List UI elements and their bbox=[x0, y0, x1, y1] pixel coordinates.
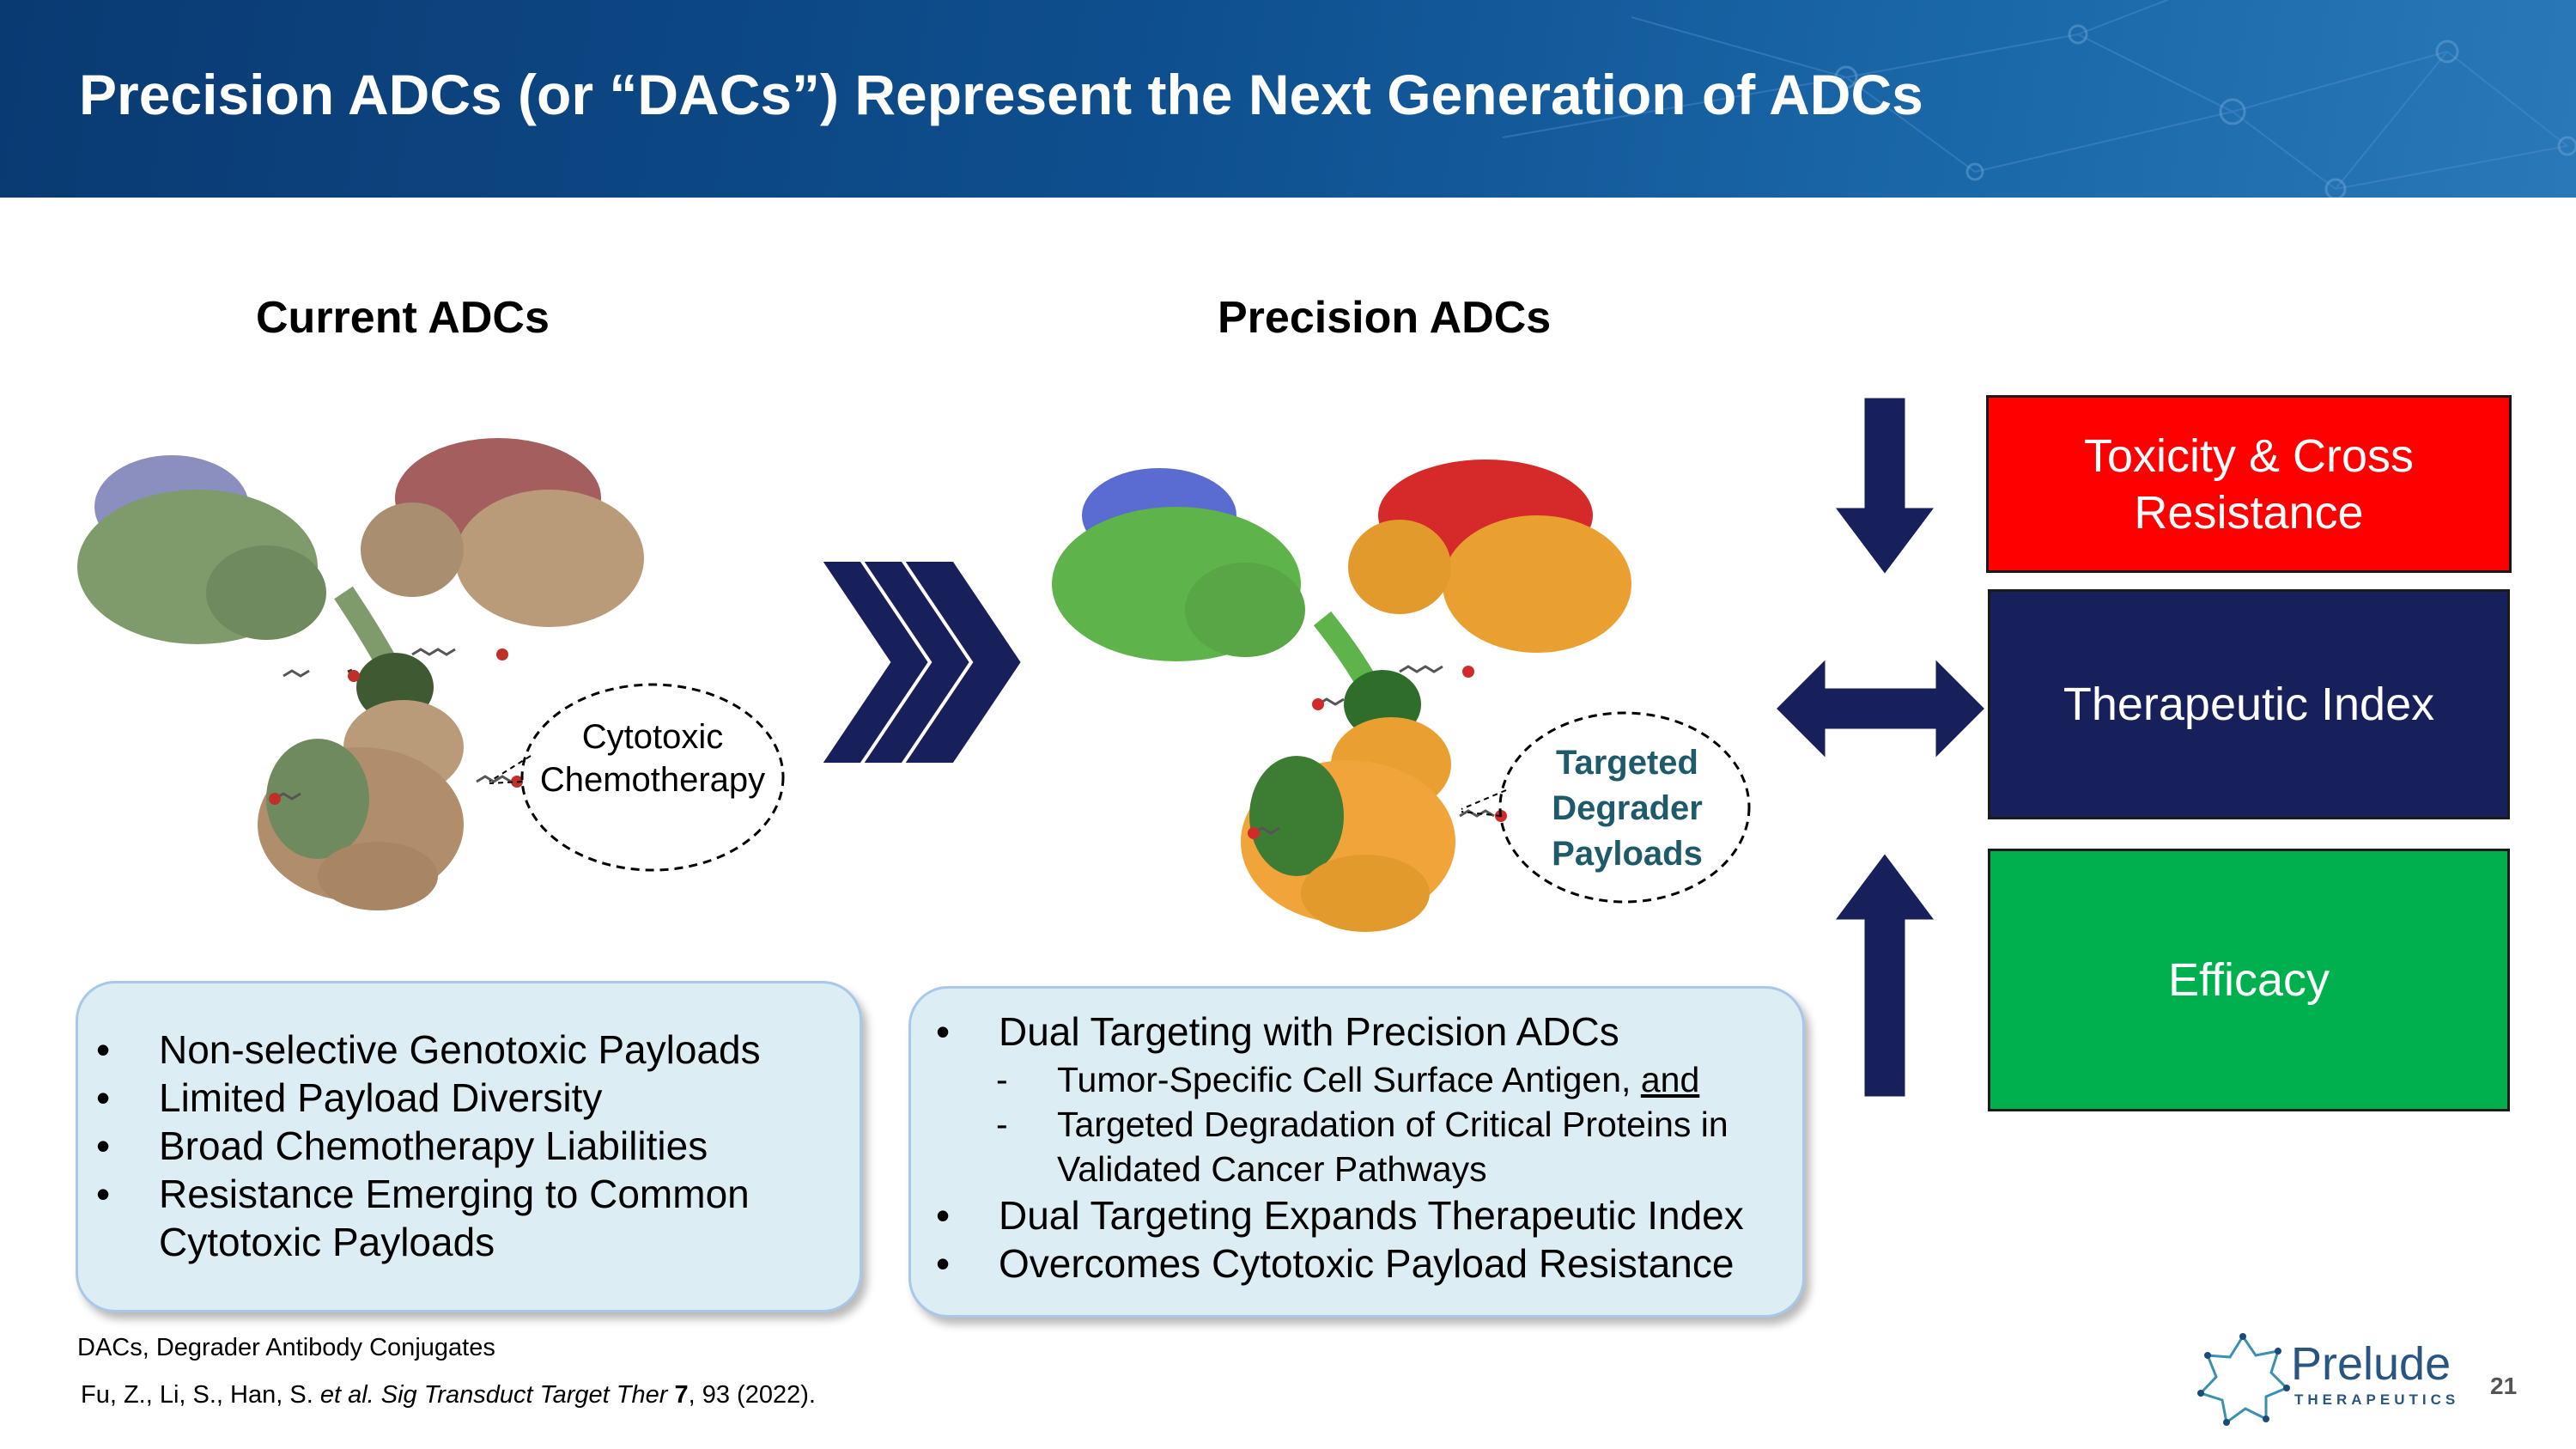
sub-item-text: Tumor-Specific Cell Surface Antigen, bbox=[1057, 1060, 1631, 1099]
bullet-dot: • bbox=[96, 1172, 111, 1216]
header-banner: Precision ADCs (or “DACs”) Represent the… bbox=[0, 0, 2576, 198]
network-background-icon bbox=[1502, 0, 2576, 198]
degrader-label-line3: Payloads bbox=[1552, 835, 1703, 873]
logo-subtitle: THERAPEUTICS bbox=[2294, 1391, 2460, 1408]
current-adcs-limitations-panel bbox=[76, 981, 862, 1312]
therapeutic-index-label: Therapeutic Index bbox=[2063, 679, 2435, 730]
arrow-down-icon bbox=[1831, 397, 1939, 577]
therapeutic-index-box: Therapeutic Index bbox=[1988, 589, 2510, 819]
degrader-label-line2: Degrader bbox=[1552, 789, 1703, 827]
bullet-dot: • bbox=[96, 1123, 111, 1168]
list-item: Limited Payload Diversity bbox=[159, 1075, 603, 1120]
efficacy-label: Efficacy bbox=[2167, 954, 2330, 1006]
reference-footnote: Fu, Z., Li, S., Han, S. et al. Sig Trans… bbox=[81, 1381, 816, 1409]
sub-list-item-continuation: Validated Cancer Pathways bbox=[1057, 1149, 1487, 1189]
reference-authors: Fu, Z., Li, S., Han, S. bbox=[81, 1381, 320, 1409]
efficacy-box: Efficacy bbox=[1988, 849, 2510, 1111]
toxicity-cross-resistance-box: Toxicity & Cross Resistance bbox=[1986, 395, 2512, 573]
page-number: 21 bbox=[2490, 1373, 2518, 1399]
cytotoxic-label-line2: Chemotherapy bbox=[539, 761, 766, 799]
sub-list-item: Targeted Degradation of Critical Protein… bbox=[1057, 1105, 1728, 1144]
sub-bullet-dash: - bbox=[996, 1105, 1008, 1144]
sub-list-item: Tumor-Specific Cell Surface Antigen, and bbox=[1057, 1056, 1699, 1104]
toxicity-label-line1: Toxicity & Cross bbox=[2083, 429, 2415, 482]
list-item: Resistance Emerging to Common bbox=[159, 1172, 750, 1216]
sub-bullet-dash: - bbox=[996, 1060, 1008, 1099]
targeted-degrader-payloads-label: Targeted Degrader Payloads bbox=[1503, 740, 1752, 877]
page-title: Precision ADCs (or “DACs”) Represent the… bbox=[79, 63, 1923, 126]
reference-journal: et al. Sig Transduct Target Ther bbox=[319, 1381, 675, 1409]
arrow-up-icon bbox=[1831, 850, 1939, 1099]
cytotoxic-label-line1: Cytotoxic bbox=[581, 718, 724, 756]
list-item-continuation: Cytotoxic Payloads bbox=[159, 1220, 495, 1264]
prelude-logo-icon bbox=[2197, 1333, 2290, 1426]
bullet-dot: • bbox=[96, 1075, 111, 1120]
list-item: Overcomes Cytotoxic Payload Resistance bbox=[999, 1241, 1735, 1286]
list-item: Dual Targeting with Precision ADCs bbox=[999, 1009, 1619, 1054]
sub-item-and: and bbox=[1640, 1060, 1700, 1099]
bullet-dot: • bbox=[96, 1027, 111, 1072]
toxicity-label-line2: Resistance bbox=[2134, 486, 2364, 539]
current-adcs-heading: Current ADCs bbox=[256, 293, 550, 343]
bullet-dot: • bbox=[936, 1241, 951, 1286]
precision-adcs-benefits-panel bbox=[908, 986, 1805, 1318]
bullet-dot: • bbox=[936, 1193, 951, 1238]
list-item: Broad Chemotherapy Liabilities bbox=[159, 1123, 708, 1168]
reference-pages: , 93 (2022). bbox=[688, 1381, 816, 1409]
reference-volume: 7 bbox=[674, 1381, 689, 1409]
cytotoxic-payload-callout-icon bbox=[489, 683, 785, 872]
list-item: Non-selective Genotoxic Payloads bbox=[159, 1027, 761, 1072]
logo-name: Prelude bbox=[2291, 1338, 2451, 1390]
abbreviation-footnote: DACs, Degrader Antibody Conjugates bbox=[77, 1334, 495, 1361]
chevron-right-icon bbox=[820, 560, 1025, 764]
current-adc-antibody-icon bbox=[77, 438, 644, 910]
arrow-left-right-icon bbox=[1773, 654, 1988, 764]
list-item: Dual Targeting Expands Therapeutic Index bbox=[999, 1193, 1744, 1238]
cytotoxic-chemotherapy-label: Cytotoxic Chemotherapy bbox=[515, 715, 790, 801]
degrader-payload-callout-icon bbox=[1461, 711, 1751, 904]
degrader-label-line1: Targeted bbox=[1556, 744, 1698, 782]
precision-adc-antibody-icon bbox=[1052, 460, 1631, 932]
bullet-dot: • bbox=[936, 1009, 951, 1054]
precision-adcs-heading: Precision ADCs bbox=[1218, 293, 1552, 343]
